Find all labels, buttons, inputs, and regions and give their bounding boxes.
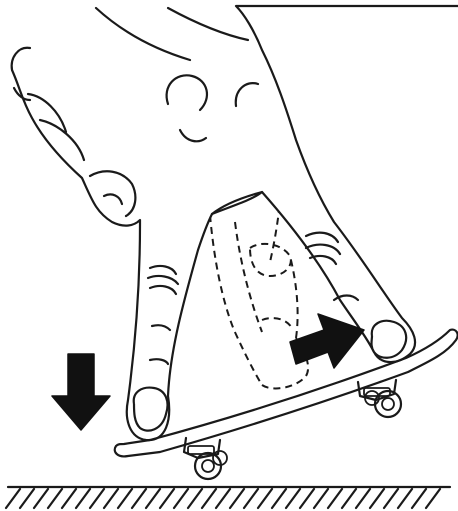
thumb-edge [12,48,30,70]
hatch-stroke [412,489,426,508]
hatch-stroke [104,489,118,508]
hatch-stroke [6,489,20,508]
hatch-stroke [132,489,146,508]
hatch-stroke [146,489,160,508]
hatch-stroke [272,489,286,508]
front-wheel-hub [382,398,394,410]
hatch-stroke [314,489,328,508]
hatch-stroke [174,489,188,508]
fingernail [372,321,407,358]
hatch-stroke [76,489,90,508]
hatch-stroke [202,489,216,508]
hatch-stroke [342,489,356,508]
hatch-stroke [216,489,230,508]
hatch-stroke [34,489,48,508]
hatch-stroke [258,489,272,508]
hatch-stroke [370,489,384,508]
hatch-stroke [286,489,300,508]
hatch-stroke [244,489,258,508]
ghost-finger-outline [210,215,262,385]
hatch-stroke [300,489,314,508]
ground-hatching [6,489,440,508]
hatch-stroke [426,489,440,508]
hatch-stroke [62,489,76,508]
hatch-stroke [398,489,412,508]
hatch-stroke [188,489,202,508]
ground [6,487,450,508]
back-of-hand-edge [168,8,248,40]
hatch-stroke [384,489,398,508]
arrow-down-icon [52,354,110,430]
hatch-stroke [90,489,104,508]
front-truck [358,380,401,417]
ghost-finger-outline [290,256,298,338]
arrow-right-icon [290,314,364,368]
ghost-finger-outline [235,222,262,332]
hatch-stroke [160,489,174,508]
rear-wheel-hub [202,460,214,472]
hatch-stroke [356,489,370,508]
hatch-stroke [328,489,342,508]
hatch-stroke [118,489,132,508]
fingernail [134,388,168,431]
hatch-stroke [20,489,34,508]
hatch-stroke [230,489,244,508]
ghost-crease [262,318,292,328]
hatch-stroke [48,489,62,508]
